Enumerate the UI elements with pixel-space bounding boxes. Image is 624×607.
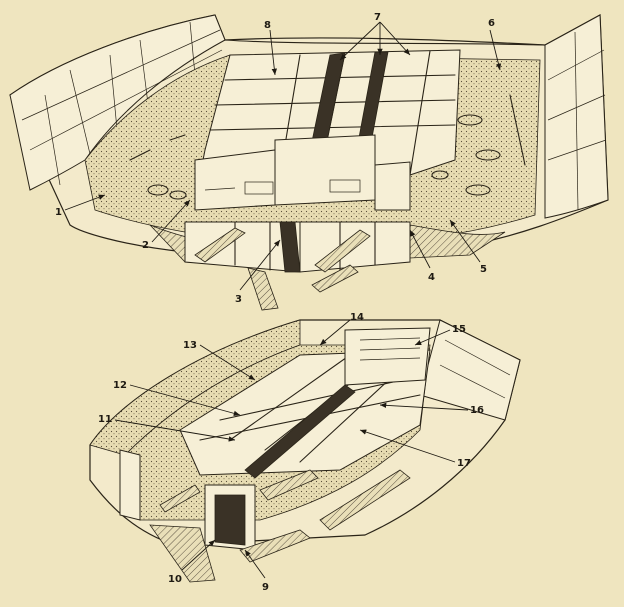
callout-15: 15 [452,324,466,335]
callout-14: 14 [350,312,364,323]
callout-7: 7 [374,12,381,23]
lower-deck-cutaway [89,319,521,583]
callout-13: 13 [183,340,197,351]
callout-12: 12 [113,380,127,391]
leader-lines [64,21,502,579]
callout-9: 9 [262,582,269,593]
callout-6: 6 [488,18,495,29]
callout-3: 3 [235,294,242,305]
callout-8: 8 [264,20,271,31]
callout-17: 17 [457,458,471,469]
callout-1: 1 [55,207,62,218]
callout-11: 11 [98,414,112,425]
callout-4: 4 [428,272,435,283]
callout-16: 16 [470,405,484,416]
callout-5: 5 [480,264,487,275]
callout-2: 2 [142,240,149,251]
callout-10: 10 [168,574,182,585]
upper-deck-cutaway [9,14,609,311]
callout-numbers: 1 2 3 4 5 6 7 8 9 10 11 12 13 14 15 16 1… [55,12,495,593]
